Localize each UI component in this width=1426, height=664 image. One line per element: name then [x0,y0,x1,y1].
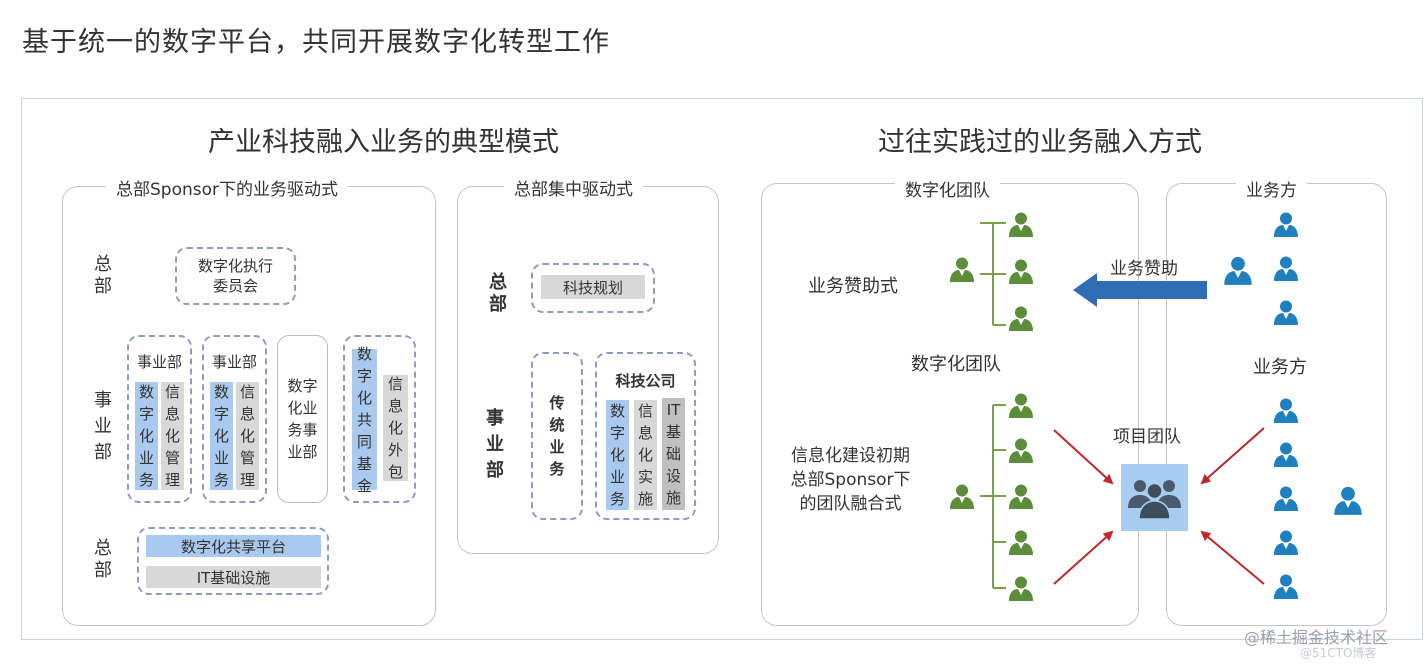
person-icon [1272,396,1300,424]
person-icon [1007,482,1035,510]
person-icon [1332,484,1364,516]
person-icon [1222,254,1254,286]
bu1-info: 信息化管理 [161,382,184,490]
bu-label-2: 事业部 [486,408,504,481]
person-icon [1272,210,1300,238]
watermark-sub: @51CTO博客 [1300,646,1377,660]
bu1-title: 事业部 [136,353,182,371]
integration-mode-label: 信息化建设初期总部Sponsor下的团队融合式 [790,446,911,514]
tech-company-box [595,352,696,520]
it-infrastructure: IT基础设施 [662,398,685,510]
project-team-label: 项目团队 [1113,427,1181,447]
sponsor-arrow-label: 业务赞助 [1110,259,1178,279]
person-icon [1272,440,1300,468]
sponsor-mode-label: 业务赞助式 [808,276,898,297]
traditional-business: 传统业务 [549,394,565,478]
watermark: @稀土掘金技术社区 [1244,628,1389,647]
digital-team-label-2: 数字化团队 [911,354,1001,375]
team-icon [1128,480,1181,520]
person-icon [1007,304,1035,332]
person-icon [1272,484,1300,512]
bu2-title: 事业部 [211,353,257,371]
hq-label-2: 总部 [489,272,507,315]
person-icon [1007,257,1035,285]
fund-box [343,335,416,503]
person-icon [1007,574,1035,602]
tech-plan-box [531,263,655,313]
page-title: 基于统一的数字平台，共同开展数字化转型工作 [22,27,610,58]
digital-business: 数字化业务 [606,400,629,510]
tech-company: 科技公司 [615,372,676,390]
bu2-info: 信息化管理 [236,382,259,490]
panel-digital-team-title: 数字化团队 [895,176,1000,201]
arrow-icon [1073,273,1207,307]
bracket-2 [980,404,1006,589]
main-frame [21,98,1423,640]
shared-platform: 数字化共享平台 [146,535,321,557]
red-arrows [1053,427,1265,585]
left-heading: 产业科技融入业务的典型模式 [208,127,559,158]
person-icon [1007,391,1035,419]
committee-label: 数字化执行委员会 [197,257,273,295]
traditional-box [531,352,583,520]
tech-plan: 科技规划 [541,275,645,299]
bu2-box [202,335,267,503]
outsourcing: 信息化外包 [383,375,408,481]
person-icon [948,482,976,510]
panel-business-driven-title: 总部Sponsor下的业务驱动式 [106,175,349,200]
shared-platform-box [137,527,329,595]
person-icon [1272,528,1300,556]
right-heading: 过往实践过的业务融入方式 [878,127,1202,158]
bu-label: 事业部 [94,390,112,463]
bracket-1 [980,222,1006,326]
digital-bu-label: 数字化业务事业部 [287,377,318,461]
person-icon [1272,254,1300,282]
person-icon [1272,572,1300,600]
person-icon [1272,298,1300,326]
person-icon [948,255,976,283]
hq-label: 总部 [94,254,112,297]
bu2-digital: 数字化业务 [210,382,233,490]
joint-fund: 数字化共同基金 [352,345,377,495]
digital-bu-box [277,335,328,503]
person-icon [1007,436,1035,464]
committee-box [175,247,296,305]
hq2-label: 总部 [94,538,112,581]
panel-hq-centralized-title: 总部集中驱动式 [504,175,643,200]
team-box [1121,464,1188,531]
panel-business-side-title: 业务方 [1236,176,1307,201]
bu1-box [127,335,192,503]
bu1-digital: 数字化业务 [135,382,158,490]
person-icon [1007,210,1035,238]
business-side-label-2: 业务方 [1253,357,1307,378]
info-implementation: 信息化实施 [634,400,657,510]
person-icon [1007,528,1035,556]
it-infra: IT基础设施 [146,566,321,588]
